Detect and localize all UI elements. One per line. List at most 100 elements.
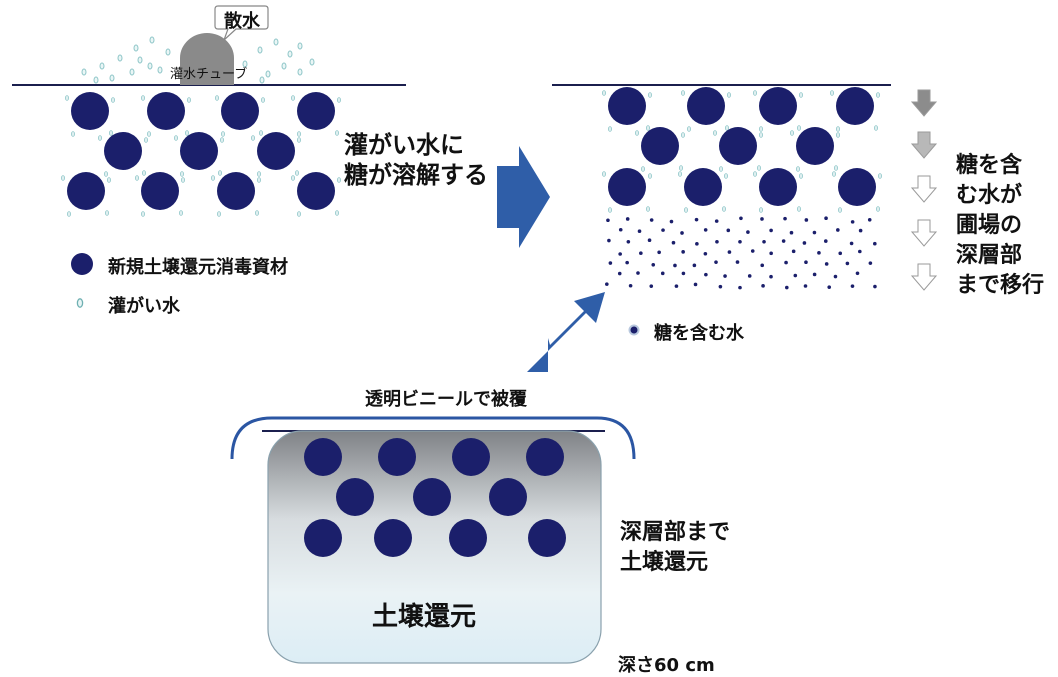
sugar-dot (858, 249, 862, 254)
material-particle (336, 478, 374, 516)
water-droplet (265, 70, 271, 78)
water-dot (184, 130, 189, 136)
water-dot (799, 92, 804, 98)
sugar-dot (750, 249, 755, 253)
water-dot (678, 171, 683, 177)
tube-label: 灌水チューブ (170, 67, 248, 82)
sugar-dot (791, 249, 796, 254)
sugar-dot (669, 219, 674, 224)
water-dot (753, 171, 758, 177)
water-dot (336, 177, 341, 183)
water-dot (679, 165, 684, 171)
water-droplet (133, 44, 139, 52)
water-dot (602, 90, 607, 96)
cover-label: 透明ビニールで被覆 (365, 389, 527, 410)
soil-reduction-center: 土壌還元 (372, 602, 477, 632)
water-dot (294, 170, 299, 176)
arrow-right (497, 146, 550, 248)
water-droplet (165, 48, 171, 56)
sugar-dot (746, 230, 750, 234)
water-droplet (259, 76, 265, 84)
material-particle (687, 87, 725, 125)
material-particles-3 (304, 438, 566, 557)
water-dot (836, 126, 841, 132)
material-particle (608, 87, 646, 125)
downward-arrows (910, 89, 938, 291)
water-dot (646, 206, 651, 212)
material-particle (104, 132, 142, 170)
water-dot (141, 170, 146, 176)
legend-material-label: 新規土壌還元消毒資材 (108, 257, 288, 278)
sugar-dot (760, 217, 764, 221)
water-dot (838, 207, 843, 213)
depth-label: 深さ60 cm (618, 655, 715, 676)
sugar-dot (827, 285, 832, 289)
water-dot (832, 171, 837, 177)
water-dot (796, 166, 801, 172)
sugar-dot (714, 260, 718, 264)
water-droplet (117, 54, 123, 62)
material-particle (221, 92, 259, 130)
water-droplet (81, 68, 87, 76)
water-dot (648, 92, 653, 98)
water-dot (878, 173, 883, 179)
sugar-dot (703, 251, 708, 256)
water-dot (290, 175, 295, 181)
deep-reduction-line2: 土壌還元 (620, 550, 709, 575)
material-particle (608, 168, 646, 206)
material-particle (413, 478, 451, 516)
water-dot (109, 130, 114, 136)
sugar-dot (802, 241, 807, 245)
water-dot (140, 95, 145, 101)
sugar-dot (673, 263, 677, 268)
water-dot (256, 177, 261, 183)
down-arrow (910, 263, 938, 291)
material-particle (304, 438, 342, 476)
vinyl-cover (230, 416, 636, 460)
sugar-dot (606, 218, 610, 223)
water-dot (290, 95, 295, 101)
water-dot (684, 207, 689, 213)
material-particle (449, 519, 487, 557)
sugar-dot (785, 285, 789, 290)
sugar-dot (657, 250, 661, 255)
sugar-dot (824, 216, 828, 221)
sugar-dot (661, 228, 665, 232)
sugar-dot (605, 282, 609, 286)
water-dot (71, 131, 76, 137)
material-particle (759, 87, 797, 125)
water-dot (836, 132, 841, 138)
material-particle (836, 87, 874, 125)
sugar-dot (660, 271, 665, 276)
water-dot (753, 90, 758, 96)
water-dot (727, 92, 732, 98)
water-droplet (129, 68, 135, 76)
water-dot (67, 211, 72, 217)
water-dot (724, 173, 729, 179)
legend-water-swatch (76, 298, 84, 308)
sugar-dot (681, 250, 685, 254)
material-particle (838, 168, 876, 206)
sugar-dot (769, 251, 773, 256)
sugar-dot (761, 284, 765, 288)
water-dot (104, 171, 109, 177)
sugar-dot (804, 218, 809, 222)
water-dot (797, 206, 802, 212)
sugar-dot (783, 216, 787, 221)
sugar-dot (738, 285, 742, 290)
water-droplet (137, 56, 143, 64)
sugar-dot (608, 261, 613, 265)
water-droplet (149, 36, 155, 44)
sugar-dot (647, 238, 652, 242)
migration-line-5: まで移行 (956, 273, 1045, 298)
sugar-dot (693, 282, 698, 287)
water-dot (725, 125, 730, 131)
material-particle (297, 92, 335, 130)
material-particle (489, 478, 527, 516)
water-dot (759, 207, 764, 213)
sugar-dot (727, 250, 732, 254)
water-dot (210, 175, 215, 181)
water-dot (256, 171, 261, 177)
water-dot (179, 171, 184, 177)
material-particle (217, 172, 255, 210)
